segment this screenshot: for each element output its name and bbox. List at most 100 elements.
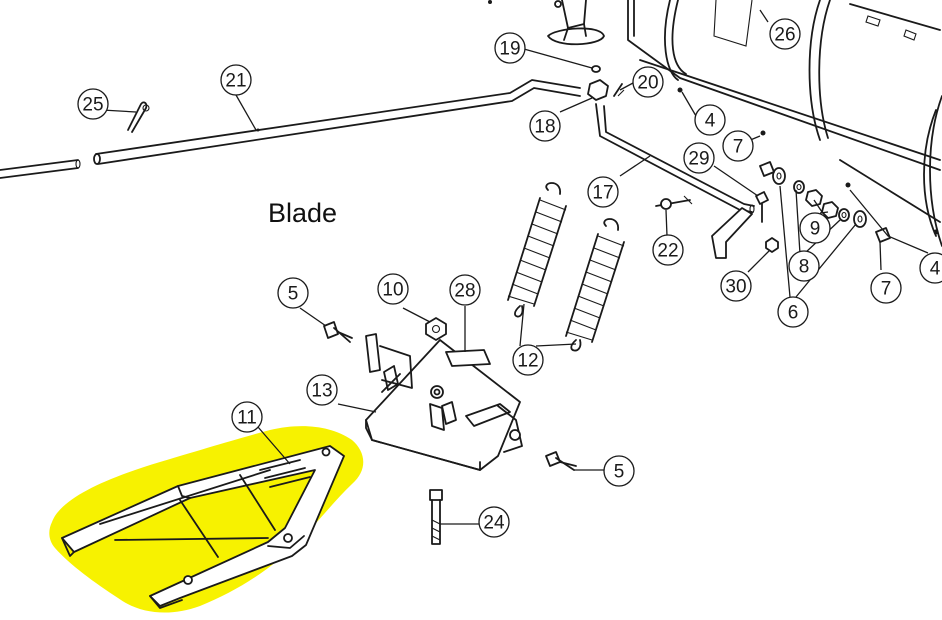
callout-c19: 19	[494, 32, 526, 64]
callout-circle	[449, 274, 481, 306]
cotter-pin-part-25[interactable]	[127, 101, 150, 133]
callout-circle	[603, 455, 635, 487]
callout-circle	[870, 272, 902, 304]
callout-circle	[77, 88, 109, 120]
pivot-post	[547, 0, 605, 46]
pin-part-20[interactable]	[613, 83, 625, 97]
callout-c4b: 4	[919, 252, 942, 284]
washer-part-6-upper[interactable]	[772, 167, 786, 185]
callout-number: 7	[733, 137, 744, 158]
washer-part-8-b[interactable]	[838, 208, 850, 222]
callout-number: 30	[725, 277, 746, 298]
nut-part-9-a[interactable]	[805, 189, 823, 207]
pin-part-22[interactable]	[655, 195, 693, 210]
callout-circle	[720, 270, 752, 302]
callout-number: 19	[499, 39, 520, 60]
callout-c13: 13	[306, 374, 338, 406]
callout-number: 28	[454, 281, 475, 302]
callout-c11: 11	[231, 401, 263, 433]
callout-c30: 30	[720, 270, 752, 302]
callout-number: 4	[705, 111, 716, 132]
callout-circle	[494, 32, 526, 64]
callout-c25: 25	[77, 88, 109, 120]
callout-circle	[587, 176, 619, 208]
bolt-part-29[interactable]	[755, 191, 769, 223]
bolt-part-5-lower[interactable]	[545, 451, 577, 471]
callout-c6: 6	[777, 296, 809, 328]
callout-number: 5	[614, 462, 625, 483]
callout-circle	[478, 506, 510, 538]
callout-number: 21	[225, 71, 246, 92]
callout-circle	[799, 212, 831, 244]
callout-c7b: 7	[870, 272, 902, 304]
callout-number: 24	[483, 513, 505, 534]
callout-c12: 12	[512, 344, 544, 376]
callout-number: 25	[82, 95, 103, 116]
washer-part-19[interactable]	[591, 65, 601, 73]
block-part-18[interactable]	[587, 79, 609, 101]
leader-lines	[101, 9, 929, 525]
callout-c10: 10	[377, 273, 409, 305]
callout-number: 11	[237, 408, 257, 429]
callout-c26: 26	[769, 18, 801, 50]
callout-number: 29	[688, 149, 709, 170]
callout-number: 26	[774, 25, 795, 46]
callout-c21: 21	[220, 64, 252, 96]
callout-number: 18	[534, 117, 555, 138]
bushing-part-7-a[interactable]	[759, 161, 775, 177]
callout-number: 10	[382, 280, 403, 301]
callout-number: 22	[657, 241, 678, 262]
a-frame-part-11[interactable]	[61, 445, 345, 609]
lever-part-17[interactable]	[595, 103, 755, 259]
callout-c7a: 7	[722, 130, 754, 162]
callout-number: 9	[810, 219, 821, 240]
callout-circle	[512, 344, 544, 376]
callout-circle	[722, 130, 754, 162]
spring-part-12-left[interactable]	[507, 182, 567, 318]
callout-c20: 20	[632, 66, 664, 98]
callout-number: 13	[311, 381, 332, 402]
callout-number: 17	[592, 183, 613, 204]
callout-circle	[632, 66, 664, 98]
washer-part-6-lower[interactable]	[853, 210, 867, 228]
callout-circle	[277, 277, 309, 309]
callout-circle	[231, 401, 263, 433]
callout-circle	[377, 273, 409, 305]
callout-circle	[683, 142, 715, 174]
callout-circle	[306, 374, 338, 406]
callout-c29: 29	[683, 142, 715, 174]
callout-number: 4	[930, 259, 941, 280]
callout-number: 20	[637, 73, 658, 94]
callout-number: 8	[799, 257, 810, 278]
callout-circle	[529, 110, 561, 142]
callout-number: 5	[288, 284, 299, 305]
callout-circle	[769, 18, 801, 50]
callout-c24: 24	[478, 506, 510, 538]
callout-c8: 8	[788, 250, 820, 282]
callout-c4a: 4	[694, 104, 726, 136]
callout-number: 7	[881, 279, 892, 300]
callout-c22: 22	[652, 234, 684, 266]
bolt-part-24[interactable]	[429, 489, 443, 545]
nut-part-10[interactable]	[425, 317, 447, 341]
callout-circle	[788, 250, 820, 282]
mount-plate-part-13[interactable]	[365, 333, 523, 471]
decal-part-28[interactable]	[445, 349, 491, 367]
washer-part-8-a[interactable]	[793, 180, 805, 194]
blade-moldboard-part-26[interactable]	[488, 0, 942, 247]
callout-c5a: 5	[277, 277, 309, 309]
callout-circle	[919, 252, 942, 284]
callout-circle	[652, 234, 684, 266]
callout-c5b: 5	[603, 455, 635, 487]
callout-c17: 17	[587, 176, 619, 208]
bolt-part-5-upper[interactable]	[323, 321, 353, 343]
callout-c18: 18	[529, 110, 561, 142]
spring-part-12-right[interactable]	[565, 218, 625, 352]
callout-number: 12	[517, 351, 538, 372]
callout-circle	[694, 104, 726, 136]
nut-part-30[interactable]	[765, 237, 779, 253]
rod-part-21[interactable]	[0, 79, 581, 179]
